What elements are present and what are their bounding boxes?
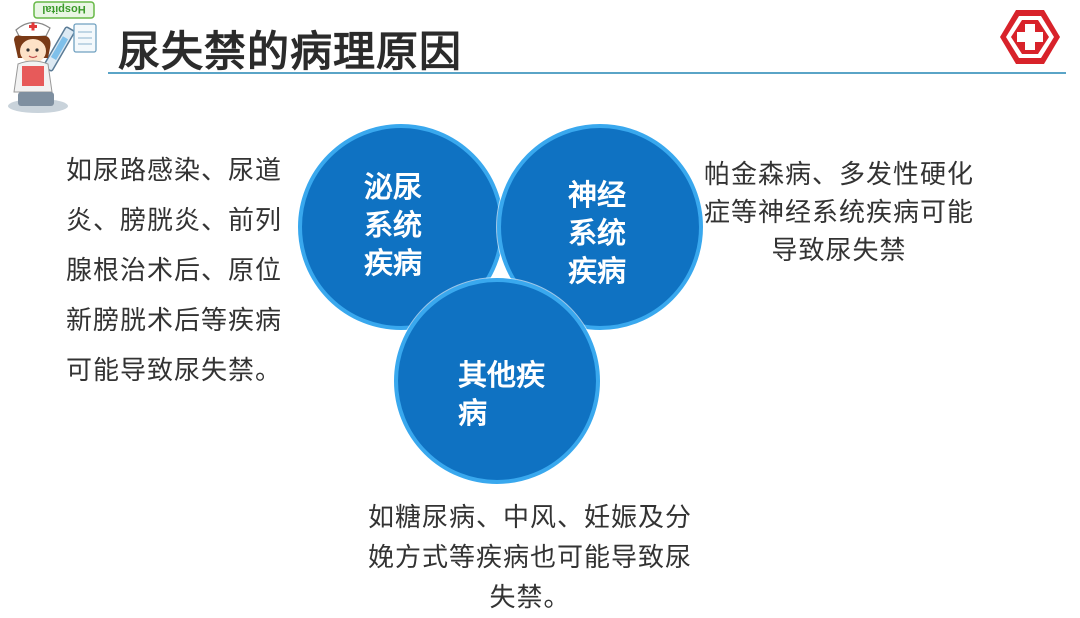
circle-other <box>394 278 600 484</box>
logo-text: Hospital <box>42 3 85 15</box>
label-urinary-disease: 泌尿 系统 疾病 <box>364 170 423 280</box>
page-title: 尿失禁的病理原因 <box>118 27 463 76</box>
text-nervous-causes: 帕金森病、多发性硬化 症等神经系统疾病可能 导致尿失禁 <box>704 160 975 266</box>
label-nervous-disease: 神经 系统 疾病 <box>568 178 627 288</box>
hospital-cross-icon <box>1000 10 1060 64</box>
text-other-causes: 如糖尿病、中风、妊娠及分 娩方式等疾病也可能导致尿 失禁。 <box>368 503 693 613</box>
label-other-disease: 其他疾 病 <box>458 358 546 430</box>
title-divider <box>108 72 1066 74</box>
text-urinary-causes: 如尿路感染、尿道 炎、膀胱炎、前列 腺根治术后、原位 新膀胱术后等疾病 可能导致… <box>66 156 283 386</box>
nurse-logo: Hospital <box>8 1 97 113</box>
